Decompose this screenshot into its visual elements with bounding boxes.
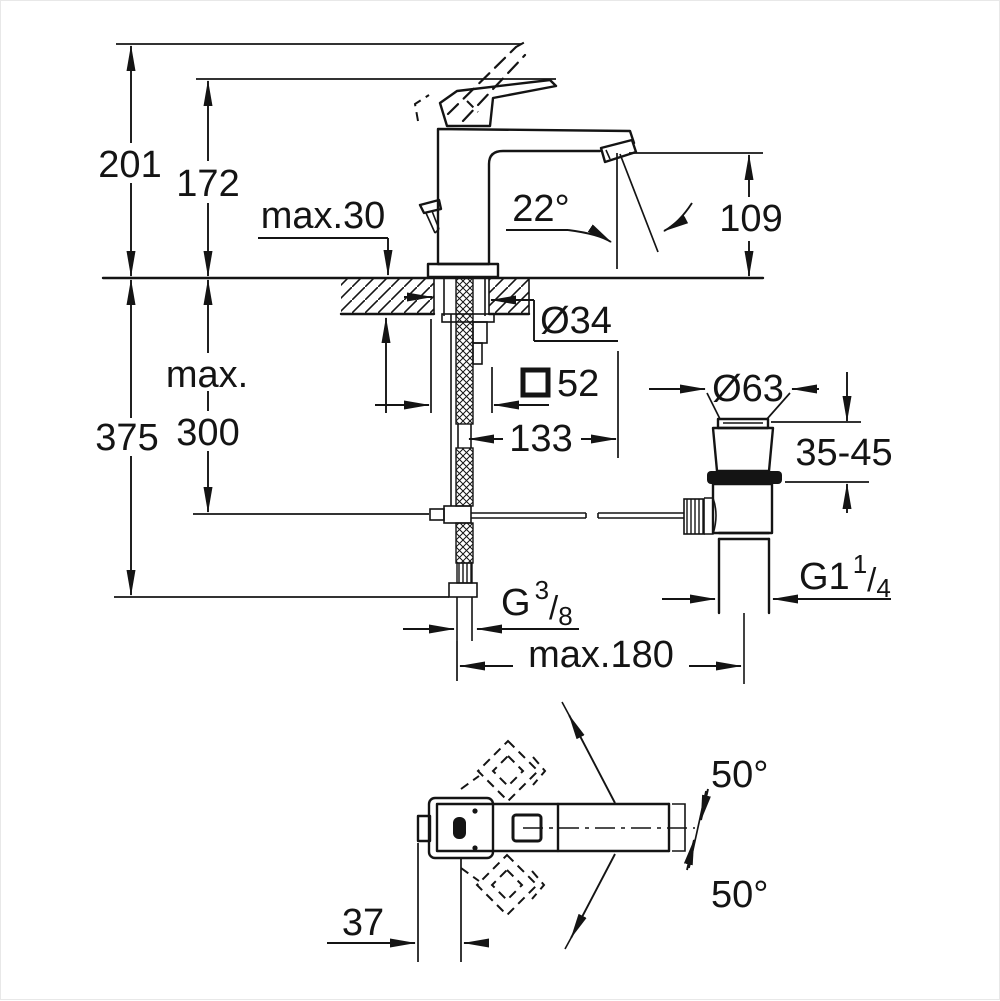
swivel-arc-line	[688, 790, 707, 869]
dim-spout-outlet-height-109: 109	[715, 154, 785, 277]
dim-total-depth-375: 375	[95, 279, 159, 596]
dim-spout-projection-133: 133	[468, 418, 617, 460]
rod-coupler-tip	[429, 508, 445, 521]
dim-label-22deg: 22°	[512, 188, 569, 230]
supply-hose-braid-2	[455, 447, 474, 507]
dim-label-50-down: 50°	[711, 874, 768, 916]
dim-label-375: 375	[95, 417, 158, 459]
popup-rod-knob-line3	[434, 228, 440, 234]
supply-hose-braid-1	[455, 277, 474, 425]
waste-knurled-knob	[683, 498, 705, 535]
dim-label-300: 300	[176, 412, 239, 454]
spout-outlet-detail	[605, 149, 611, 160]
dim-label-max30: max.30	[261, 195, 386, 237]
dim-label-50-up: 50°	[711, 754, 768, 796]
tv-rotated-handle-up-chevron	[532, 756, 547, 786]
stream-direction-line	[619, 153, 659, 253]
waste-gasket	[707, 471, 782, 484]
popup-rod-knob	[418, 198, 443, 215]
hose-nut	[448, 582, 478, 598]
dim-label-109: 109	[719, 198, 782, 240]
dim-label-o34: Ø34	[540, 300, 612, 342]
dim-max-depth-300: max. 300	[161, 279, 255, 513]
dim-label-201: 201	[98, 144, 161, 186]
dim-label-133: 133	[509, 418, 572, 460]
waste-body	[711, 482, 774, 535]
counter-hatch-right	[489, 279, 529, 313]
popup-rod-knob-line2	[431, 210, 440, 230]
tv-rotated-handle-up-outer	[476, 739, 540, 803]
base-flange	[426, 262, 500, 279]
dim-label-max180: max.180	[528, 634, 674, 676]
dim-hose-reach-max180: max.180	[456, 634, 742, 681]
popup-waste-assembly	[683, 417, 782, 684]
rod-coupler	[443, 505, 472, 524]
waste-knob-joint	[704, 497, 717, 535]
tv-rotated-handle-down-outer	[475, 853, 539, 917]
dim-label-o63: Ø63	[712, 368, 784, 410]
dim-label-35-45: 35-45	[795, 432, 892, 474]
under-counter-assembly	[429, 277, 684, 641]
tv-popup-knob	[416, 814, 432, 843]
tv-rotated-edge-up	[460, 775, 480, 790]
tv-rotated-handle-down-inner	[490, 868, 524, 902]
mounting-nut-upper	[472, 321, 488, 344]
top-view-faucet: 50° 50° 37	[327, 701, 768, 962]
spout-outlet	[599, 138, 638, 164]
waste-neck	[711, 426, 775, 473]
tv-cartridge-hole	[453, 817, 466, 839]
dim-body-square-52: 52	[375, 319, 599, 413]
dim-spout-tip-height-172: 172	[174, 80, 242, 277]
supply-hose-braid-3	[455, 522, 474, 564]
dim-hole-diameter-34: Ø34	[404, 292, 618, 342]
square-symbol	[520, 367, 551, 398]
dim-clamping-range-35-45: 35-45	[771, 372, 899, 513]
tv-handle-base	[435, 802, 560, 853]
dim-label-52: 52	[557, 363, 599, 405]
reference-lines	[114, 43, 763, 598]
lever-handle	[438, 78, 558, 128]
tv-dot-bottom	[472, 845, 478, 851]
dim-label-37: 37	[342, 902, 384, 944]
tv-rotated-handle-down-chevron	[531, 870, 546, 900]
lever-raised-detail	[466, 100, 479, 113]
countertop-section	[101, 276, 765, 316]
popup-rod-knob-line1	[425, 212, 436, 234]
front-view-faucet	[413, 41, 659, 279]
dim-spout-angle-22: 22°	[506, 188, 693, 243]
tv-rotated-edge-down	[460, 867, 480, 882]
tv-rotated-handle-up-inner	[491, 754, 525, 788]
tv-dot-top	[472, 808, 478, 814]
dim-label-max-word: max.	[166, 354, 248, 396]
faucet-arm-underside	[487, 149, 602, 266]
lever-raised-body	[413, 94, 430, 122]
dim-deck-thickness-max30: max.30	[258, 195, 393, 413]
dim-overall-height-201: 201	[97, 45, 163, 277]
swivel-ray-up-tail	[561, 701, 570, 716]
mounting-nut-lower	[472, 342, 483, 365]
dim-label-172: 172	[176, 163, 239, 205]
faucet-body-outline	[436, 127, 636, 266]
dim-waste-diameter-63: Ø63	[649, 368, 819, 420]
swivel-ray-down-tail	[564, 937, 572, 950]
lever-raised-dashed-1	[446, 45, 518, 116]
hose-ferrule	[456, 562, 473, 584]
lever-raised-dashed-2	[461, 53, 527, 123]
counter-hatch-left	[341, 279, 434, 313]
